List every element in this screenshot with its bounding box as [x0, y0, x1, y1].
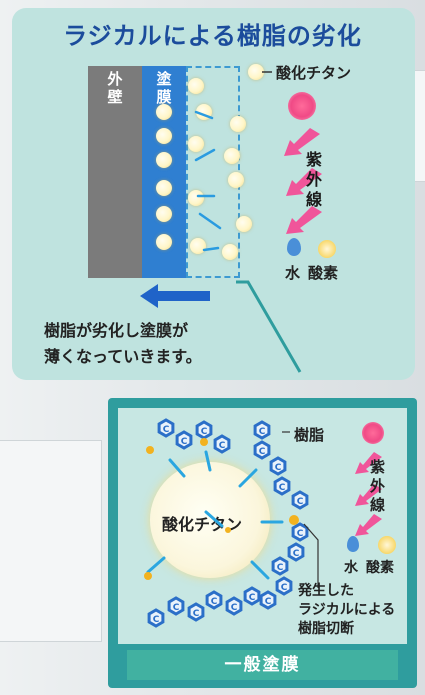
titanium-particle	[156, 206, 172, 222]
radical-cut-label: 発生した ラジカルによる 樹脂切断	[298, 582, 395, 639]
resin-unit: C	[187, 602, 205, 622]
outer-wall	[88, 66, 142, 278]
resin-unit: C	[253, 420, 271, 440]
svg-text:C: C	[249, 593, 256, 603]
top-radical-lines	[194, 71, 302, 373]
svg-text:C: C	[259, 447, 266, 457]
radical-cut-line-1: 発生した	[298, 583, 354, 599]
resin-unit: C	[275, 576, 293, 596]
svg-text:C: C	[211, 597, 218, 607]
wall-label: 外壁	[107, 70, 123, 106]
radical-cut-line-2: ラジカルによる	[298, 602, 396, 618]
svg-text:C: C	[265, 597, 272, 607]
oxygen-label: 酸素	[308, 264, 339, 282]
radical-cut-line-3: 樹脂切断	[298, 621, 354, 637]
resin-unit: C	[157, 418, 175, 438]
titanium-particle	[228, 172, 244, 188]
oxygen-icon-bottom	[378, 536, 396, 554]
svg-text:C: C	[173, 603, 180, 613]
svg-text:C: C	[153, 615, 160, 625]
description-line-2: 薄くなっていきます。	[44, 347, 202, 366]
titanium-label: 酸化チタン	[276, 64, 352, 82]
svg-text:C: C	[293, 549, 300, 559]
svg-text:C: C	[281, 583, 288, 593]
svg-text:C: C	[219, 441, 226, 451]
titanium-particle	[190, 238, 206, 254]
resin-unit: C	[225, 596, 243, 616]
svg-text:C: C	[275, 463, 282, 473]
titanium-particle	[188, 78, 204, 94]
resin-unit: C	[167, 596, 185, 616]
svg-text:C: C	[181, 437, 188, 447]
resin-unit: C	[287, 542, 305, 562]
titanium-particle	[236, 216, 252, 232]
titanium-particle	[222, 244, 238, 260]
svg-text:C: C	[201, 427, 208, 437]
titanium-particle-legend	[248, 64, 264, 80]
titanium-particle	[156, 180, 172, 196]
water-drop-icon	[287, 238, 301, 256]
uv-arrows-icon	[284, 128, 322, 234]
water-label: 水	[285, 264, 301, 282]
description-line-1: 樹脂が劣化し塗膜が	[44, 321, 189, 340]
svg-text:C: C	[193, 609, 200, 619]
resin-unit: C	[271, 556, 289, 576]
titanium-particle	[188, 190, 204, 206]
resin-unit: C	[213, 434, 231, 454]
svg-text:C: C	[297, 497, 304, 507]
oxygen-icon	[318, 240, 336, 258]
titanium-particle	[156, 104, 172, 120]
resin-unit: C	[253, 440, 271, 460]
resin-unit: C	[243, 586, 261, 606]
resin-unit: C	[175, 430, 193, 450]
thinning-arrow-icon	[140, 284, 210, 308]
resin-unit: C	[291, 490, 309, 510]
background-window-left	[0, 440, 102, 642]
uv-label-bottom: 紫外線	[370, 458, 386, 514]
diagram-title: ラジカルによる樹脂の劣化	[63, 22, 362, 50]
svg-text:C: C	[163, 425, 170, 435]
svg-text:C: C	[277, 563, 284, 573]
resin-unit: C	[205, 590, 223, 610]
titanium-particle	[156, 234, 172, 250]
titanium-oxide-particle	[150, 462, 270, 578]
titanium-particle	[230, 116, 246, 132]
description: 樹脂が劣化し塗膜が 薄くなっていきます。	[44, 318, 202, 370]
svg-text:C: C	[259, 427, 266, 437]
titanium-particle	[188, 136, 204, 152]
resin-unit: C	[273, 476, 291, 496]
top-panel	[12, 8, 415, 380]
oxygen-label-bottom: 酸素	[366, 560, 394, 576]
resin-unit: C	[269, 456, 287, 476]
titanium-particle	[156, 152, 172, 168]
uv-source-icon	[288, 92, 316, 120]
water-drop-icon-bottom	[347, 536, 359, 552]
resin-unit: C	[147, 608, 165, 628]
titanium-particle	[156, 128, 172, 144]
uv-arrows-icon-bottom	[355, 452, 382, 536]
resin-label: 樹脂	[294, 426, 325, 444]
film-label: 塗膜	[156, 70, 172, 106]
svg-text:C: C	[231, 603, 238, 613]
water-label-bottom: 水	[344, 560, 358, 576]
uv-label: 紫外線	[306, 150, 323, 209]
svg-text:C: C	[279, 483, 286, 493]
resin-unit: C	[259, 590, 277, 610]
uv-source-icon-bottom	[362, 422, 384, 444]
titanium-center-label: 酸化チタン	[162, 515, 243, 534]
titanium-particle	[224, 148, 240, 164]
footer-label: 一般塗膜	[127, 650, 398, 680]
svg-text:C: C	[297, 529, 304, 539]
